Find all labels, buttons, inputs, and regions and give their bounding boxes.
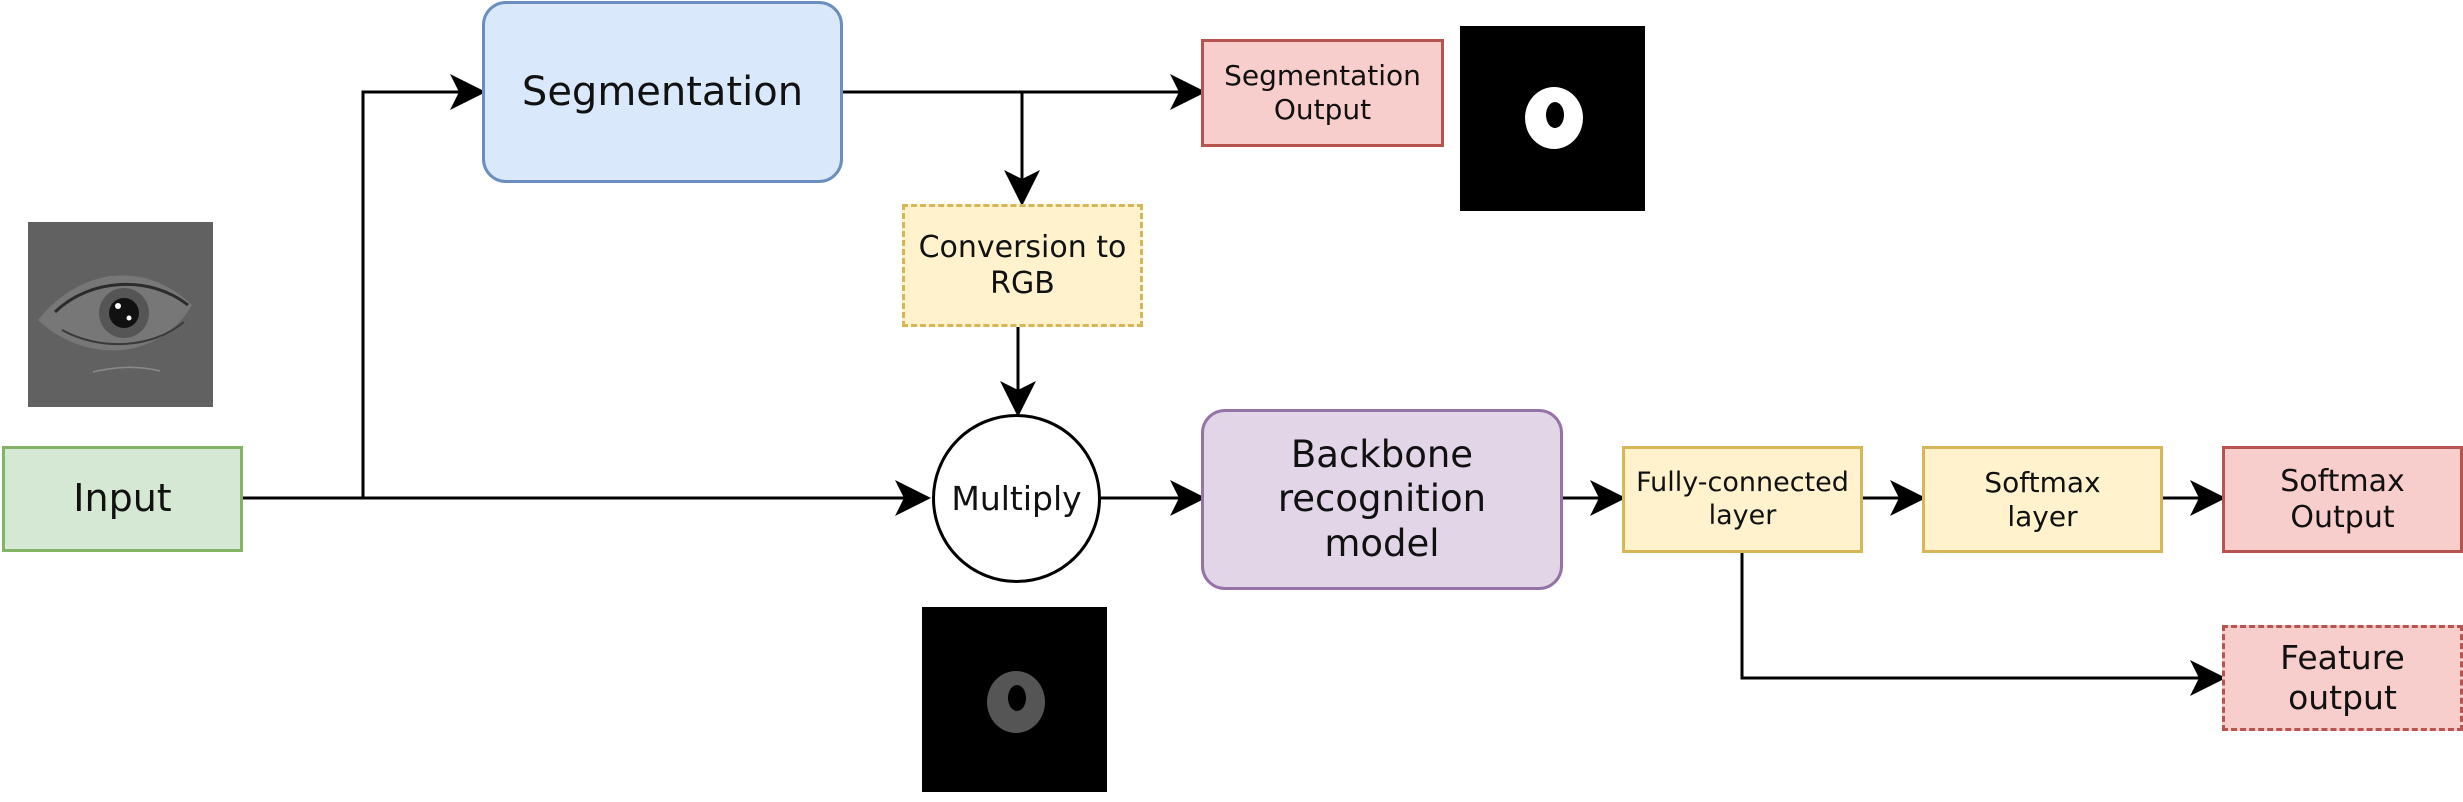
input-to-segmentation-arrow — [361, 74, 486, 498]
fc-to-feature-output-arrow — [1740, 553, 2226, 696]
conversion-to-rgb-box: Conversion to RGB — [902, 204, 1143, 327]
fully-connected-layer-box: Fully-connected layer — [1622, 446, 1863, 553]
segmentation-output-box: Segmentation Output — [1201, 39, 1444, 147]
connector-lines — [243, 74, 2226, 696]
multiply-node: Multiply — [932, 414, 1101, 583]
masked-eye-image — [922, 607, 1107, 792]
binary-mask-image — [1460, 26, 1645, 211]
eye-image — [28, 222, 213, 407]
feature-output-box: Feature output — [2222, 625, 2463, 731]
softmax-output-box: Softmax Output — [2222, 446, 2463, 553]
input-box: Input — [2, 446, 243, 552]
backbone-recognition-model-box: Backbone recognition model — [1201, 409, 1563, 590]
softmax-layer-box: Softmax layer — [1922, 446, 2163, 553]
segmentation-box: Segmentation — [482, 1, 843, 183]
